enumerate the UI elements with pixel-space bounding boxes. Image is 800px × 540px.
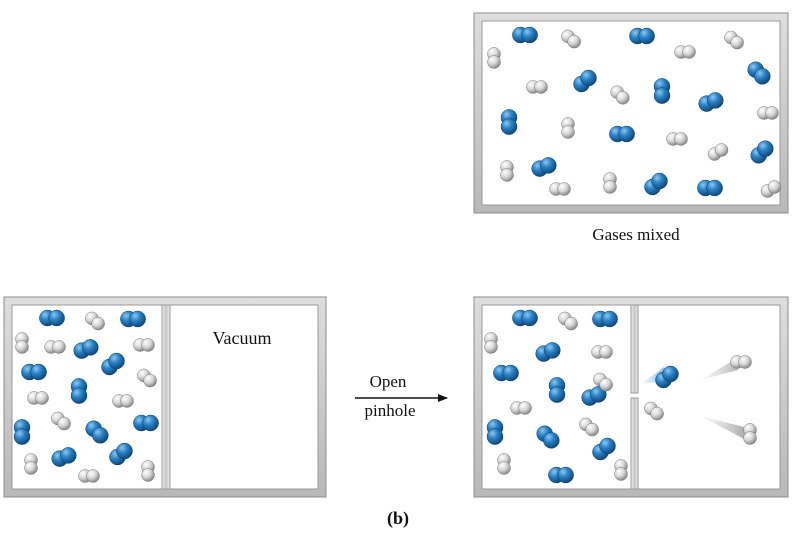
blue-diatomic-molecule-icon xyxy=(750,140,774,164)
white-diatomic-molecule-icon xyxy=(593,372,613,392)
white-diatomic-molecule-icon xyxy=(112,394,134,408)
partition-wall xyxy=(161,304,171,490)
blue-diatomic-molecule-icon xyxy=(592,310,618,328)
blue-diatomic-molecule-icon xyxy=(531,157,557,177)
blue-diatomic-molecule-icon xyxy=(592,437,616,461)
white-diatomic-molecule-icon xyxy=(51,411,71,431)
blue-diatomic-molecule-icon xyxy=(573,69,597,93)
white-diatomic-molecule-icon xyxy=(497,453,511,475)
grey-motion-streak-lower xyxy=(700,416,750,442)
blue-diatomic-molecule-icon xyxy=(747,61,771,85)
blue-diatomic-molecule-icon xyxy=(500,109,518,135)
white-diatomic-molecule-icon xyxy=(78,469,100,483)
white-diatomic-molecule-icon xyxy=(591,345,613,359)
mixed-molecules xyxy=(487,26,782,198)
white-diatomic-molecule-icon xyxy=(510,401,532,415)
blue-diatomic-molecule-icon xyxy=(486,419,504,445)
blue-diatomic-molecule-icon xyxy=(581,386,607,406)
white-diatomic-molecule-icon xyxy=(724,30,744,50)
arrow-label-open: Open xyxy=(370,372,407,391)
white-diatomic-molecule-icon xyxy=(743,423,757,445)
blue-diatomic-molecule-icon xyxy=(697,179,723,197)
blue-diatomic-molecule-icon xyxy=(73,339,99,359)
blue-diatomic-molecule-icon xyxy=(535,342,561,362)
white-diatomic-molecule-icon xyxy=(674,45,696,59)
white-diatomic-molecule-icon xyxy=(484,332,498,354)
vacuum-label: Vacuum xyxy=(213,328,272,348)
blue-diatomic-molecule-icon xyxy=(120,310,146,328)
blue-diatomic-molecule-icon xyxy=(109,442,133,466)
mixed-caption: Gases mixed xyxy=(592,225,680,244)
blue-diatomic-molecule-icon xyxy=(13,419,31,445)
panel-tag: (b) xyxy=(387,508,409,529)
blue-diatomic-molecule-icon xyxy=(70,378,88,404)
white-diatomic-molecule-icon xyxy=(644,401,664,421)
blue-diatomic-molecule-icon xyxy=(548,377,566,403)
white-diatomic-molecule-icon xyxy=(85,311,105,331)
white-diatomic-molecule-icon xyxy=(558,311,578,331)
white-diatomic-molecule-icon xyxy=(666,132,688,146)
blue-diatomic-molecule-icon xyxy=(512,309,538,327)
white-diatomic-molecule-icon xyxy=(614,459,628,481)
after-container xyxy=(473,296,789,498)
white-diatomic-molecule-icon xyxy=(760,180,782,198)
white-diatomic-molecule-icon xyxy=(141,460,155,482)
blue-diatomic-molecule-icon xyxy=(51,447,77,467)
mixed-container xyxy=(473,12,789,214)
white-diatomic-molecule-icon xyxy=(730,355,752,369)
blue-diatomic-molecule-icon xyxy=(493,364,519,382)
white-diatomic-molecule-icon xyxy=(561,117,575,139)
blue-diatomic-molecule-icon xyxy=(629,27,655,45)
white-diatomic-molecule-icon xyxy=(27,391,49,405)
blue-diatomic-molecule-icon xyxy=(653,78,671,104)
gas-molecules-effusing xyxy=(484,309,757,484)
white-diatomic-molecule-icon xyxy=(500,160,514,182)
white-diatomic-molecule-icon xyxy=(24,453,38,475)
blue-diatomic-molecule-icon xyxy=(698,92,724,112)
grey-motion-streak-upper xyxy=(700,360,738,380)
blue-diatomic-molecule-icon xyxy=(512,26,538,44)
white-diatomic-molecule-icon xyxy=(603,172,617,194)
blue-diatomic-molecule-icon xyxy=(101,352,125,376)
partition-wall-lower xyxy=(630,397,639,490)
arrow-label-pinhole: pinhole xyxy=(365,401,416,420)
white-diatomic-molecule-icon xyxy=(133,338,155,352)
gas-molecules-left xyxy=(13,309,159,483)
white-diatomic-molecule-icon xyxy=(561,29,581,49)
blue-diatomic-molecule-icon xyxy=(39,309,65,327)
blue-diatomic-molecule-icon xyxy=(133,414,159,432)
white-diatomic-molecule-icon xyxy=(707,143,729,161)
blue-diatomic-molecule-icon xyxy=(655,365,679,389)
blue-diatomic-molecule-icon xyxy=(536,425,560,449)
white-diatomic-molecule-icon xyxy=(137,368,157,388)
white-diatomic-molecule-icon xyxy=(579,417,599,437)
white-diatomic-molecule-icon xyxy=(757,106,779,120)
blue-diatomic-molecule-icon xyxy=(609,125,635,143)
white-diatomic-molecule-icon xyxy=(549,182,571,196)
white-diatomic-molecule-icon xyxy=(610,85,630,105)
white-diatomic-molecule-icon xyxy=(526,80,548,94)
blue-diatomic-molecule-icon xyxy=(85,420,109,444)
blue-diatomic-molecule-icon xyxy=(21,363,47,381)
white-diatomic-molecule-icon xyxy=(44,340,66,354)
blue-diatomic-molecule-icon xyxy=(644,172,668,196)
white-diatomic-molecule-icon xyxy=(487,47,501,69)
before-container xyxy=(3,296,327,498)
blue-diatomic-molecule-icon xyxy=(548,466,574,484)
white-diatomic-molecule-icon xyxy=(15,332,29,354)
partition-wall-upper xyxy=(630,304,639,394)
